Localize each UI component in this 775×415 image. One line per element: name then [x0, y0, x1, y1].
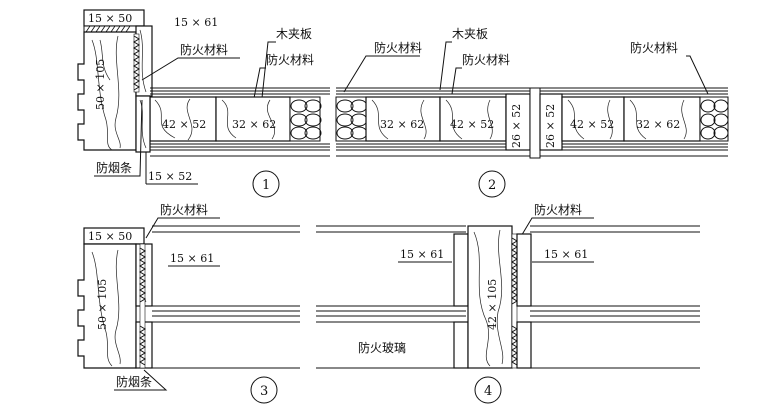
- dim-42x52-d2a: 42 × 52: [450, 118, 494, 131]
- detail-2: 防火材料 木夹板 防火材料 防火材料 32 × 62 42 × 52 26 × …: [335, 27, 729, 198]
- detail-4: 防火材料 15 × 61 42 × 105 15 × 61: [316, 202, 700, 404]
- label-fire-material-d2b: 防火材料: [462, 52, 510, 67]
- detail-marker-3: [250, 376, 278, 404]
- dim-42x105: 42 × 105: [486, 279, 499, 330]
- label-fire-material-d2a: 防火材料: [374, 40, 422, 55]
- fire-core-d2-right: [699, 96, 729, 142]
- label-plywood-d1: 木夹板: [276, 27, 312, 41]
- stop-d4-left-bottom: [453, 321, 469, 369]
- dim-15x61-d4-left: 15 × 61: [400, 248, 444, 261]
- label-fire-material-d1b: 防火材料: [266, 52, 314, 67]
- dim-26x52-b: 26 × 52: [544, 104, 557, 148]
- detail-3: 防火材料 15 × 50 50 × 105 15 × 61 防烟条 3: [77, 202, 300, 404]
- dim-32x62-d2a: 32 × 62: [380, 118, 424, 131]
- mullion-42x105: [467, 225, 513, 369]
- frame-50x105-d3: [77, 243, 137, 369]
- fire-core-d1: [289, 96, 322, 142]
- meeting-strip: [529, 87, 541, 159]
- detail-number-4: 4: [484, 384, 492, 399]
- detail-marker-2: [478, 170, 506, 198]
- label-fire-material-d3: 防火材料: [160, 202, 208, 217]
- stop-d4-right-bottom: [516, 321, 532, 369]
- fire-core-d2-left: [335, 96, 368, 142]
- frame-50x105-d1: [77, 31, 137, 151]
- dim-15x50-d1: 15 × 50: [88, 12, 132, 25]
- detail-1: 15 × 50 50 × 105 15 × 61 防火材料 木夹板 防火材料: [77, 9, 330, 198]
- detail-number-2: 2: [488, 178, 496, 193]
- dim-15x61-d1: 15 × 61: [174, 16, 218, 29]
- dim-32x62-d2b: 32 × 62: [636, 118, 680, 131]
- dim-42x52-d1: 42 × 52: [162, 118, 206, 131]
- label-fire-material-d1: 防火材料: [180, 42, 228, 57]
- dim-15x61-d4-right: 15 × 61: [544, 248, 588, 261]
- detail-number-1: 1: [262, 178, 270, 193]
- dim-50x105-d3: 50 × 105: [96, 279, 109, 330]
- stop-15x61-d4-left: [453, 233, 469, 307]
- label-fire-material-d2c: 防火材料: [630, 40, 678, 55]
- label-smoke-seal-d1: 防烟条: [96, 160, 132, 175]
- label-smoke-seal-d3: 防烟条: [116, 374, 152, 389]
- detail-marker-4: [474, 376, 502, 404]
- dim-15x61-d3: 15 × 61: [170, 252, 214, 265]
- stop-15x61-d4-right: [516, 233, 532, 307]
- block-42x52-d2a: [439, 96, 507, 142]
- stile-26x52-left: [505, 93, 531, 151]
- detail-number-3: 3: [260, 384, 268, 399]
- dim-42x52-d2b: 42 × 52: [570, 118, 614, 131]
- dim-26x52-a: 26 × 52: [510, 104, 523, 148]
- label-plywood-d2: 木夹板: [452, 27, 488, 41]
- block-32x62-d1: [215, 96, 291, 142]
- dim-15x52-d1: 15 × 52: [148, 170, 192, 183]
- block-15x52-d1: [135, 95, 151, 153]
- dim-15x50-d3: 15 × 50: [88, 230, 132, 243]
- label-fire-glass: 防火玻璃: [358, 340, 406, 355]
- detail-marker-1: [252, 170, 280, 198]
- dim-50x105-d1: 50 × 105: [94, 59, 107, 110]
- label-fire-material-d4: 防火材料: [534, 202, 582, 217]
- dim-32x62-d1: 32 × 62: [232, 118, 276, 131]
